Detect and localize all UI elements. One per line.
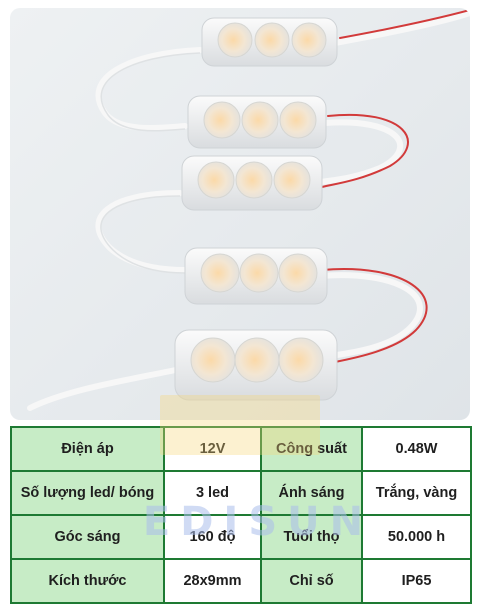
led-module-5 bbox=[174, 329, 338, 401]
spec-label: Số lượng led/ bóng bbox=[10, 470, 165, 516]
table-row: Điện áp 12V Công suất 0.48W bbox=[10, 426, 472, 472]
spec-value: 50.000 h bbox=[361, 514, 472, 560]
led-module-4 bbox=[184, 247, 328, 305]
spec-value: 12V bbox=[163, 426, 262, 472]
spec-value: 160 độ bbox=[163, 514, 262, 560]
spec-label: Điện áp bbox=[10, 426, 165, 472]
spec-label: Chỉ số bbox=[260, 558, 363, 604]
spec-label: Công suất bbox=[260, 426, 363, 472]
specs-table: Điện áp 12V Công suất 0.48W Số lượng led… bbox=[10, 426, 472, 604]
spec-value: Trắng, vàng bbox=[361, 470, 472, 516]
spec-value: 3 led bbox=[163, 470, 262, 516]
spec-value: IP65 bbox=[361, 558, 472, 604]
led-modules-illustration bbox=[27, 9, 470, 411]
led-module-3 bbox=[181, 155, 323, 211]
table-row: Góc sáng 160 độ Tuổi thọ 50.000 h bbox=[10, 514, 472, 560]
led-module-2 bbox=[187, 95, 327, 149]
spec-label: Góc sáng bbox=[10, 514, 165, 560]
spec-value: 28x9mm bbox=[163, 558, 262, 604]
spec-label: Tuổi thọ bbox=[260, 514, 363, 560]
product-photo bbox=[10, 8, 470, 420]
spec-label: Ánh sáng bbox=[260, 470, 363, 516]
spec-value: 0.48W bbox=[361, 426, 472, 472]
spec-label: Kích thước bbox=[10, 558, 165, 604]
led-module-1 bbox=[201, 17, 338, 67]
table-row: Số lượng led/ bóng 3 led Ánh sáng Trắng,… bbox=[10, 470, 472, 516]
table-row: Kích thước 28x9mm Chỉ số IP65 bbox=[10, 558, 472, 604]
